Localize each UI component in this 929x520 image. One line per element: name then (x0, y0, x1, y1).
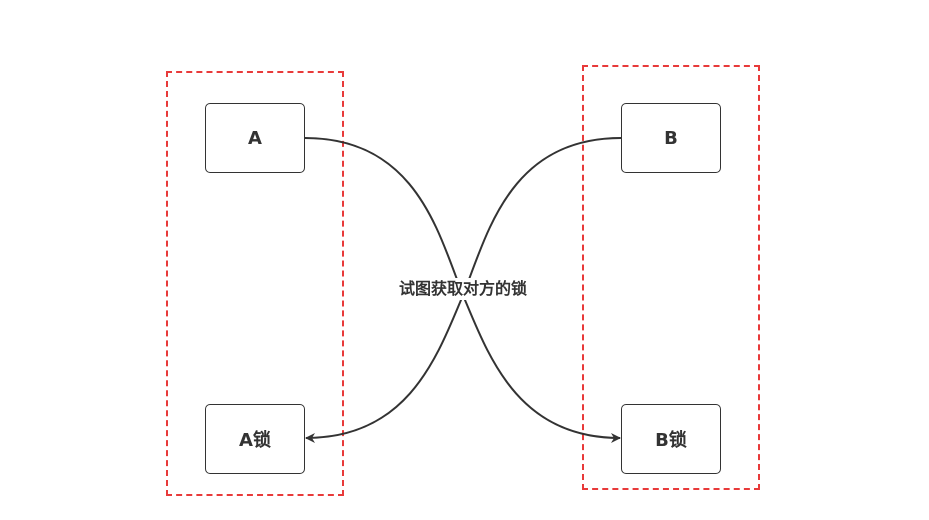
node-b[interactable]: B (621, 103, 721, 173)
edge-label: 试图获取对方的锁 (368, 278, 558, 300)
node-b-lock[interactable]: B锁 (621, 404, 721, 474)
node-b-lock-label: B锁 (655, 430, 687, 451)
node-a-lock[interactable]: A锁 (205, 404, 305, 474)
node-b-label: B (664, 127, 678, 149)
node-a-lock-label: A锁 (239, 430, 271, 451)
node-a-label: A (248, 127, 262, 149)
group-a-container (166, 71, 344, 496)
node-a[interactable]: A (205, 103, 305, 173)
group-b-container (582, 65, 760, 490)
